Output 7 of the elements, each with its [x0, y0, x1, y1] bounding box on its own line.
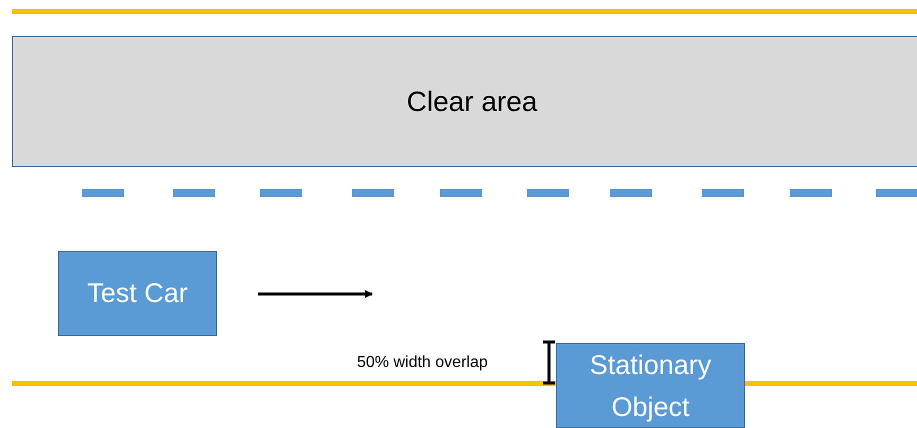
- node-label: Clear area: [406, 84, 538, 118]
- area-box: [12, 36, 917, 167]
- node-label: Test Car: [86, 277, 189, 310]
- node-label: Stationary Object: [588, 348, 712, 424]
- object-box: [556, 343, 745, 428]
- overlap-label: 50% width overlap: [357, 353, 488, 373]
- car-box: [58, 251, 217, 336]
